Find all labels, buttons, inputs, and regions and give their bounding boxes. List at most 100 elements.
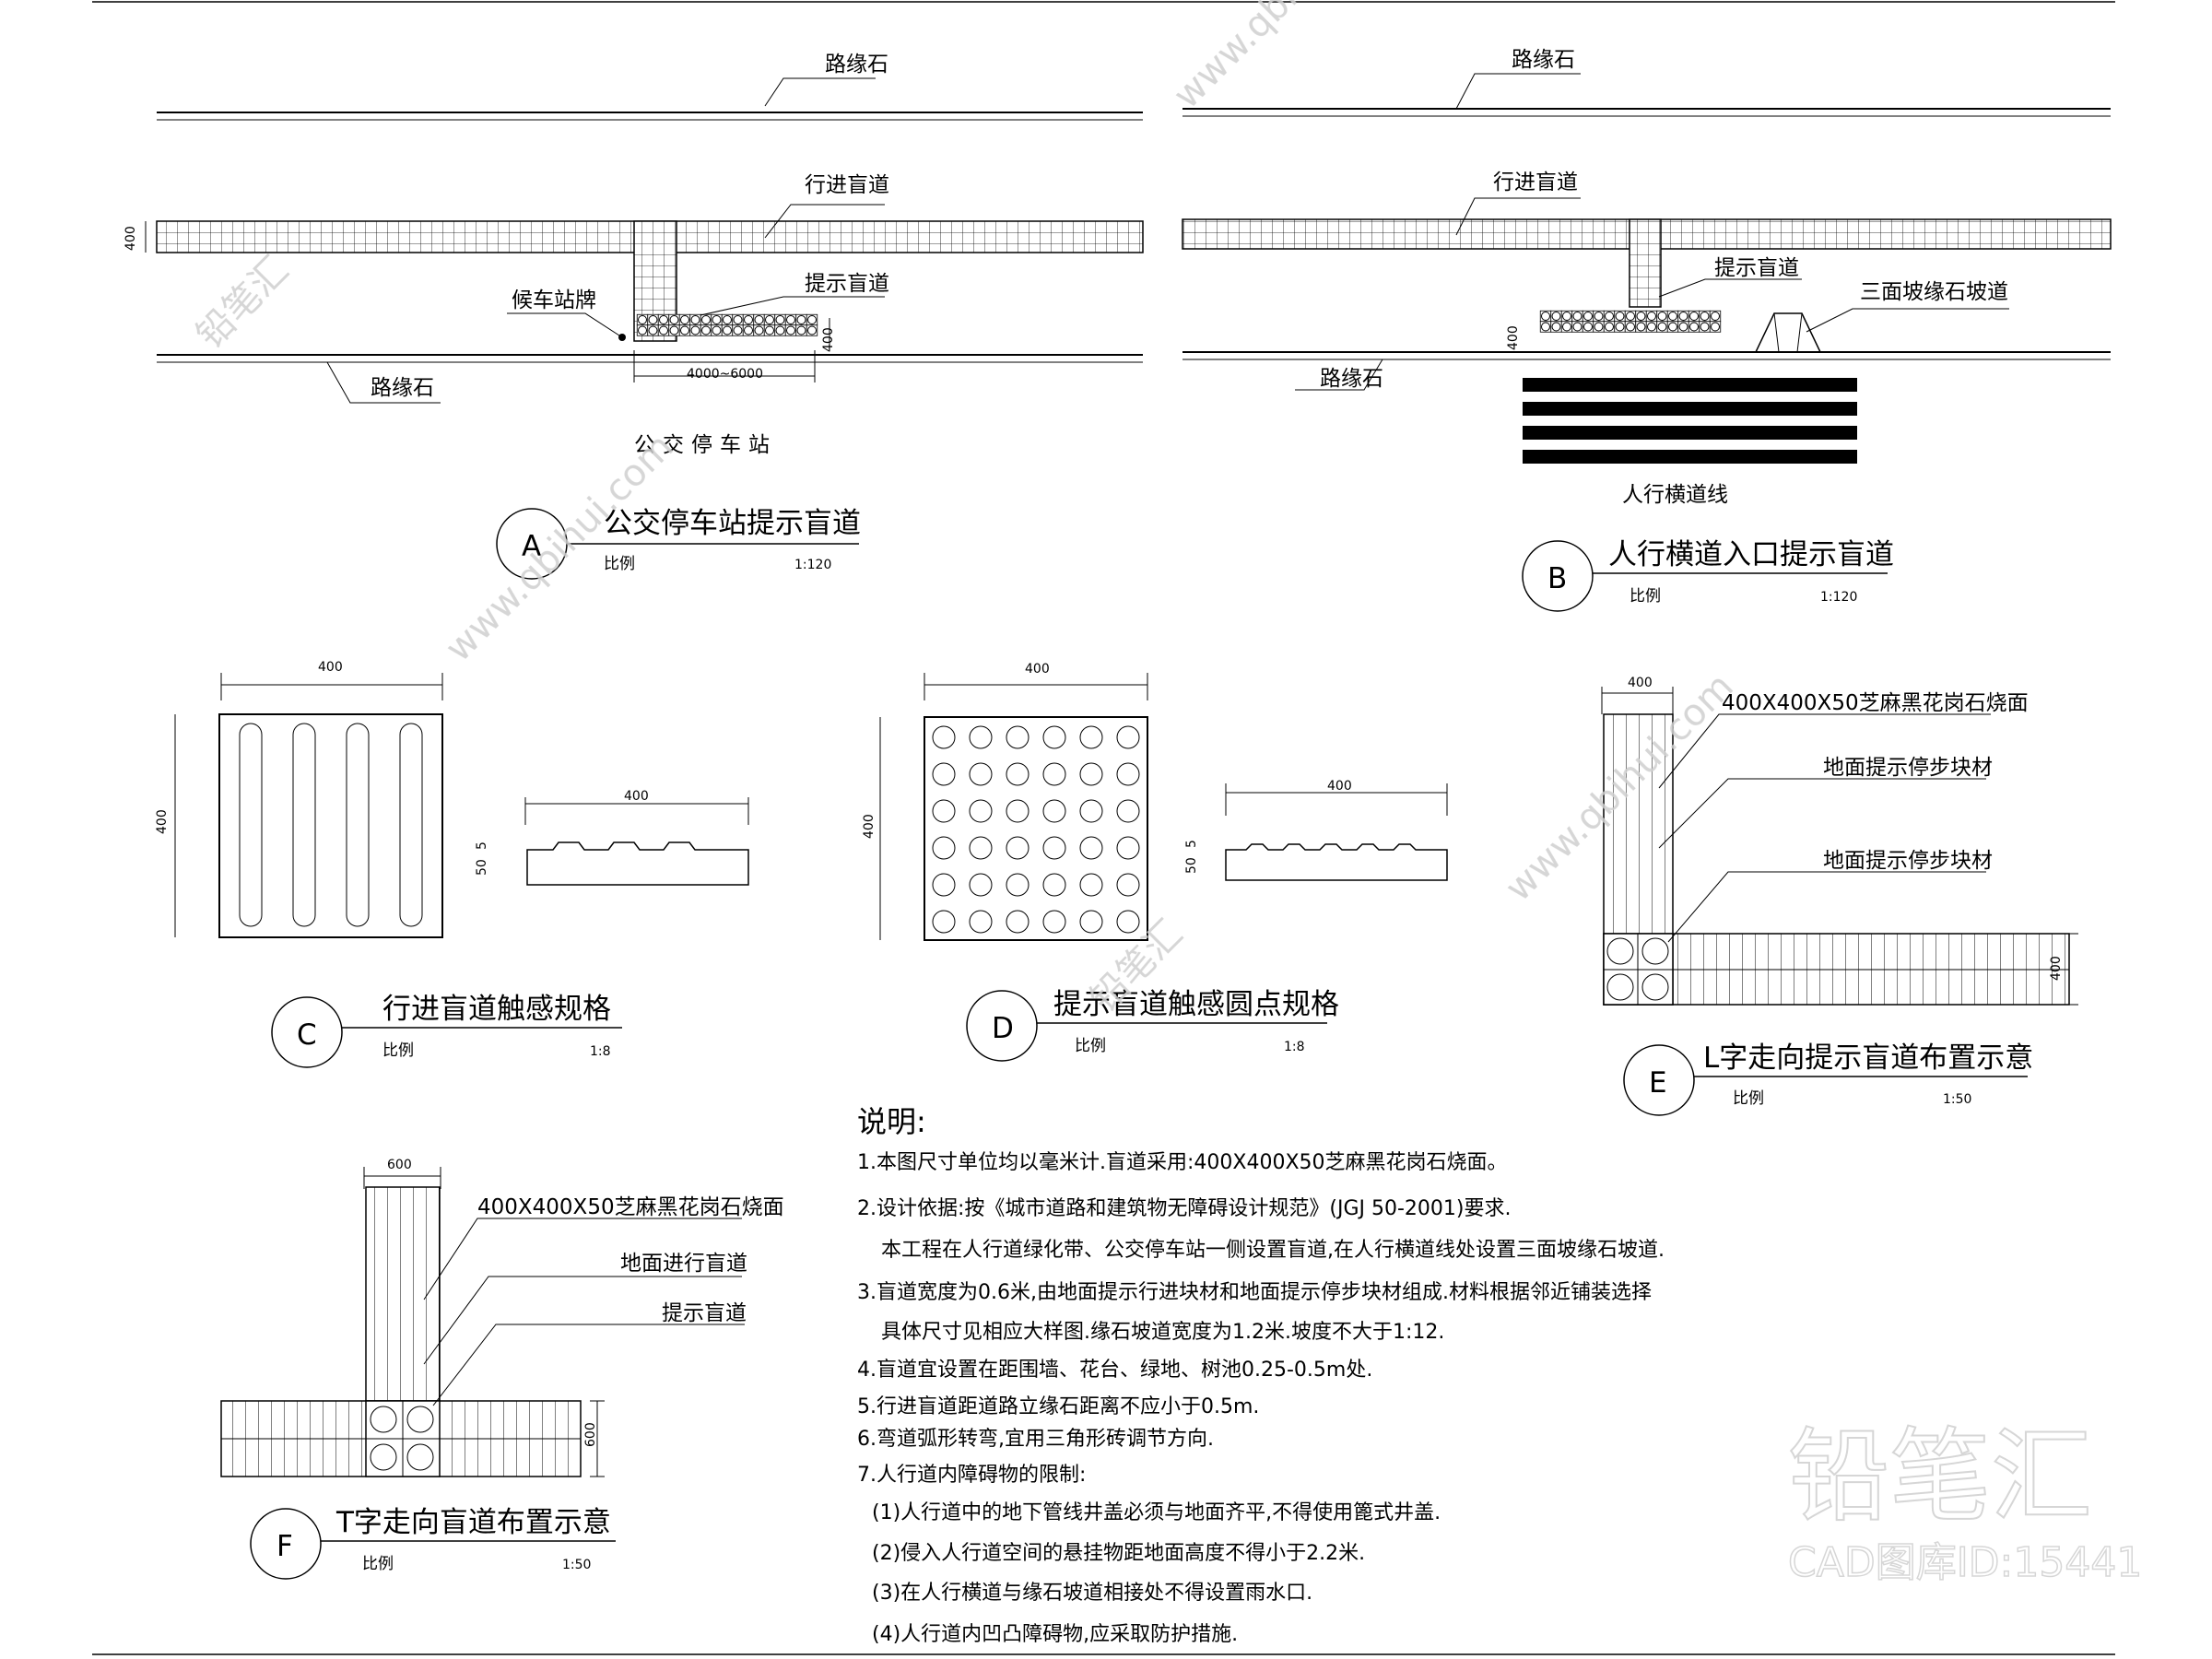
note-line: 5.行进盲道距道路立缘石距离不应小于0.5m. bbox=[857, 1395, 1259, 1418]
tactile-dot bbox=[701, 325, 711, 335]
tactile-dot bbox=[932, 836, 956, 860]
tactile-dot bbox=[1605, 312, 1614, 321]
tile-c bbox=[218, 713, 443, 938]
tactile-dot bbox=[1647, 312, 1656, 321]
material-e: 400X400X50芝麻黑花岗石烧面 bbox=[1722, 691, 2029, 715]
tactile-dot bbox=[765, 315, 774, 324]
scale-e: 1:50 bbox=[1943, 1092, 1971, 1107]
section-b: 400 路缘石 行进盲道 提示盲道 三面坡缘石坡道 路缘石 人行横道线 B 人行… bbox=[1182, 48, 2112, 612]
label-crosswalk: 人行横道线 bbox=[1622, 483, 1728, 507]
scale-b: 1:120 bbox=[1820, 590, 1857, 605]
tactile-dot bbox=[723, 325, 732, 335]
tactile-dot bbox=[1006, 836, 1030, 860]
tactile-dot bbox=[1116, 873, 1140, 897]
tactile-dot bbox=[1006, 873, 1030, 897]
label-curb-bottom-a: 路缘石 bbox=[371, 376, 434, 400]
tactile-dot bbox=[1541, 322, 1550, 332]
tactile-dot bbox=[796, 325, 806, 335]
note-line: 4.盲道宜设置在距围墙、花台、绿地、树池0.25-0.5m处. bbox=[857, 1359, 1372, 1382]
hint-dots-a bbox=[636, 313, 818, 336]
label-main-path-b: 行进盲道 bbox=[1493, 171, 1578, 194]
tactile-dot bbox=[1668, 322, 1677, 332]
tactile-dot bbox=[733, 325, 743, 335]
tactile-dot bbox=[733, 315, 743, 324]
dim-w-e: 400 bbox=[1628, 676, 1653, 690]
section-e: 400 400 400X400X50芝麻黑花岗石烧面 地面提示停步块材 地面提示… bbox=[1601, 676, 2078, 1116]
dim-h-d: 400 bbox=[862, 814, 877, 839]
label-bus-sign-a: 候车站牌 bbox=[512, 288, 596, 312]
tactile-dot bbox=[1594, 312, 1604, 321]
tactile-dot bbox=[701, 315, 711, 324]
tactile-dot bbox=[1668, 312, 1677, 321]
marker-d: D bbox=[992, 1012, 1014, 1045]
tactile-dot bbox=[1562, 312, 1571, 321]
dim-w-d: 400 bbox=[1025, 662, 1050, 677]
note-line: 具体尺寸见相应大样图.缘石坡道宽度为1.2米.坡度不大于1:12. bbox=[881, 1321, 1444, 1344]
tactile-dot bbox=[754, 315, 764, 324]
tactile-dot bbox=[1583, 322, 1593, 332]
dot-grid-d bbox=[932, 725, 1140, 934]
tactile-dot bbox=[1042, 910, 1066, 934]
tactile-dot bbox=[1572, 312, 1583, 321]
tactile-dot bbox=[969, 873, 993, 897]
tactile-dot bbox=[1689, 322, 1699, 332]
tactile-dot bbox=[796, 315, 806, 324]
tactile-dot bbox=[1657, 322, 1667, 332]
label-main-path-a: 行进盲道 bbox=[805, 173, 889, 197]
tactile-dot bbox=[648, 325, 658, 335]
watermark-url: www.qbihui.com bbox=[438, 426, 682, 670]
note-line: (1)人行道中的地下管线井盖必须与地面齐平,不得使用篦式井盖. bbox=[872, 1501, 1441, 1524]
material-f: 400X400X50芝麻黑花岗石烧面 bbox=[477, 1195, 784, 1219]
profile-d bbox=[1225, 843, 1448, 881]
tactile-dot bbox=[744, 315, 753, 324]
section-f: 600 600 400X400X50芝麻黑花岗石烧面 地面进行盲道 提示盲道 F… bbox=[220, 1158, 784, 1580]
watermark-brand: 铅笔汇 bbox=[189, 249, 297, 357]
label-curb-top-a: 路缘石 bbox=[825, 53, 888, 76]
tactile-dot bbox=[1079, 836, 1103, 860]
label-curb-top-b: 路缘石 bbox=[1512, 48, 1575, 72]
tactile-dot bbox=[723, 315, 732, 324]
tactile-dot bbox=[932, 725, 956, 749]
marker-f: F bbox=[276, 1530, 293, 1563]
scale-d: 1:8 bbox=[1284, 1040, 1305, 1054]
branch-path-b bbox=[1629, 218, 1662, 308]
watermark-url: www.qbihui.com bbox=[1166, 0, 1410, 117]
tactile-dot bbox=[1562, 322, 1571, 332]
dim-h-f: 600 bbox=[583, 1422, 598, 1447]
dim-t2-c: 5 bbox=[475, 841, 489, 850]
tactile-dot bbox=[1626, 312, 1635, 321]
notes-heading: 说明: bbox=[857, 1104, 926, 1139]
dim-small-a: 400 bbox=[821, 327, 836, 352]
title-e: L字走向提示盲道布置示意 bbox=[1703, 1041, 2033, 1075]
tactile-dot bbox=[786, 315, 795, 324]
scale-label-f: 比例 bbox=[362, 1555, 394, 1573]
dim-h-e: 400 bbox=[2049, 956, 2064, 981]
dim-len-a: 4000~6000 bbox=[687, 367, 763, 382]
marker-b: B bbox=[1547, 562, 1567, 595]
tactile-dot bbox=[1116, 836, 1140, 860]
dim-t2-d: 5 bbox=[1184, 840, 1199, 848]
note-line: 本工程在人行道绿化带、公交停车站一侧设置盲道,在人行横道线处设置三面坡缘石坡道. bbox=[881, 1239, 1665, 1262]
scale-label-e: 比例 bbox=[1733, 1089, 1764, 1108]
tactile-dot bbox=[638, 325, 647, 335]
tactile-dot bbox=[690, 315, 700, 324]
tactile-dot bbox=[1594, 322, 1604, 332]
tactile-dot bbox=[659, 315, 668, 324]
dim-t1-d: 50 bbox=[1184, 857, 1199, 874]
ramp-shape bbox=[1755, 312, 1821, 353]
tactile-dot bbox=[1572, 322, 1583, 332]
tactile-dot bbox=[754, 325, 764, 335]
scale-f: 1:50 bbox=[562, 1558, 591, 1572]
note-line: 6.弯道弧形转弯,宜用三角形砖调节方向. bbox=[857, 1428, 1214, 1451]
tactile-dot bbox=[1700, 322, 1710, 332]
tactile-dot bbox=[1079, 873, 1103, 897]
title-b: 人行横道入口提示盲道 bbox=[1608, 538, 1894, 571]
tactile-dot bbox=[1541, 312, 1550, 321]
watermark-code: CAD图库ID:15441 bbox=[1788, 1539, 2142, 1586]
tactile-dot bbox=[680, 315, 689, 324]
tactile-dot bbox=[669, 315, 679, 324]
tactile-dot bbox=[1006, 910, 1030, 934]
tactile-dot bbox=[932, 910, 956, 934]
dim-h-c: 400 bbox=[155, 809, 170, 834]
